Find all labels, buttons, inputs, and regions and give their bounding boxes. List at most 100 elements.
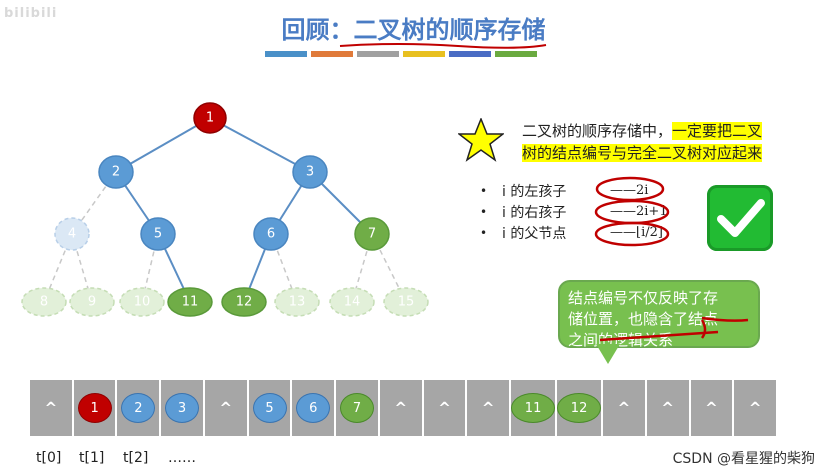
relation-formula: ——2i+1 (610, 204, 668, 219)
tree-node-15: 15 (383, 287, 429, 317)
relation-formula: ——⌊i/2⌋ (610, 225, 663, 240)
tree-node-10: 10 (119, 287, 165, 317)
note-prefix: 二叉树的顺序存储中， (522, 122, 673, 140)
tree-node-5: 5 (140, 217, 176, 251)
tree-node-shape (167, 287, 213, 317)
tree-node-2: 2 (98, 155, 134, 189)
title-color-bar (311, 51, 353, 57)
callout-line: 之间的逻辑关系 (568, 331, 674, 349)
relation-label: i 的右孩子 (502, 204, 567, 221)
tree-edge (115, 117, 211, 173)
tree-node-label: 13 (289, 295, 306, 310)
tree-node-label: 8 (40, 295, 48, 310)
tree-node-shape (119, 287, 165, 317)
tree-node-shape (54, 217, 90, 251)
star-icon (458, 118, 504, 162)
array-cell: 7 (336, 380, 380, 436)
csdn-footer: CSDN @看星猩的柴狗 (672, 451, 815, 467)
array-node: 5 (252, 393, 287, 423)
relation-label: i 的父节点 (502, 225, 567, 242)
array-node: 1 (77, 393, 112, 423)
tree-node-14: 14 (329, 287, 375, 317)
array-cell: ^ (30, 380, 74, 436)
bullet: • (480, 183, 488, 198)
tree-node-shape (98, 155, 134, 189)
relation-parent: • i 的父节点 ——⌊i/2⌋ (480, 222, 668, 243)
array-cell: ^ (423, 380, 468, 436)
tree-node-label: 10 (134, 295, 151, 310)
tree-node-8: 8 (21, 287, 67, 317)
array-cell: ^ (646, 380, 691, 436)
note-highlight-1: 一定要把二叉 (672, 122, 763, 140)
relation-list: • i 的左孩子 ——2i • i 的右孩子 ——2i+1 • i 的父节点 —… (480, 180, 668, 243)
title-red-underline (339, 43, 547, 49)
tree-node-11: 11 (167, 287, 213, 317)
array-cell: ^ (734, 380, 777, 436)
null-marker: ^ (219, 399, 233, 417)
array-cell: 2 (117, 380, 162, 436)
tree-node-shape (21, 287, 67, 317)
tree-node-6: 6 (253, 217, 289, 251)
relation-formula: ——2i (610, 183, 649, 198)
tree-node-label: 4 (68, 227, 76, 242)
tree-node-7: 7 (354, 217, 390, 251)
tree-node-label: 6 (267, 227, 275, 242)
array-cell: 11 (511, 380, 558, 436)
tree-node-4: 4 (54, 217, 90, 251)
null-marker: ^ (661, 399, 674, 417)
title-color-bar (265, 51, 307, 57)
null-marker: ^ (748, 399, 762, 417)
tree-node-13: 13 (274, 287, 320, 317)
tree-node-shape (383, 287, 429, 317)
check-mark-icon (717, 199, 765, 237)
array-cell: ^ (603, 380, 647, 436)
tree-node-shape (292, 155, 328, 189)
array-cell: ^ (204, 380, 249, 436)
bullet: • (480, 225, 488, 240)
null-marker: ^ (394, 399, 408, 417)
index-label: t[2] (123, 450, 149, 466)
tree-node-1: 1 (193, 102, 227, 134)
tree-node-shape (140, 217, 176, 251)
tree-node-12: 12 (221, 287, 267, 317)
callout-line: 储位置，也隐含了结点 (568, 310, 719, 328)
array-node: 6 (296, 393, 331, 423)
array-cell: 1 (73, 380, 118, 436)
callout-red-underline (599, 316, 749, 342)
relation-right-child: • i 的右孩子 ——2i+1 (480, 201, 668, 222)
tree-node-label: 11 (182, 295, 199, 310)
storage-note: 二叉树的顺序存储中，一定要把二叉 树的结点编号与完全二叉树对应起来 (522, 120, 812, 164)
index-label: t[0] (36, 450, 62, 466)
tree-node-label: 9 (88, 295, 96, 310)
array-cell: 3 (161, 380, 205, 436)
tree-node-label: 1 (206, 111, 214, 126)
tree-node-shape (221, 287, 267, 317)
page-title: 回顾：二叉树的顺序存储 (281, 16, 546, 44)
array-cell: ^ (379, 380, 424, 436)
tree-node-label: 15 (398, 295, 415, 310)
relation-left-child: • i 的左孩子 ——2i (480, 180, 668, 201)
index-ellipsis: …… (168, 450, 196, 466)
title-color-bar (495, 51, 537, 57)
array-cell: 5 (248, 380, 293, 436)
array-node: 2 (121, 393, 156, 423)
null-marker: ^ (481, 399, 495, 417)
title-color-bar (357, 51, 399, 57)
title-color-bar (449, 51, 491, 57)
array-cell: 6 (292, 380, 337, 436)
tree-node-label: 12 (236, 295, 253, 310)
tree-edge (209, 117, 311, 173)
tree-node-label: 3 (306, 165, 314, 180)
array-node: 11 (511, 393, 556, 423)
null-marker: ^ (617, 399, 631, 417)
bullet: • (480, 204, 488, 219)
array-cell: ^ (690, 380, 735, 436)
tree-node-label: 2 (112, 165, 120, 180)
index-label: t[1] (79, 450, 105, 466)
callout-tail (596, 344, 620, 364)
tree-node-shape (193, 102, 227, 134)
tree-node-shape (329, 287, 375, 317)
tree-node-shape (274, 287, 320, 317)
